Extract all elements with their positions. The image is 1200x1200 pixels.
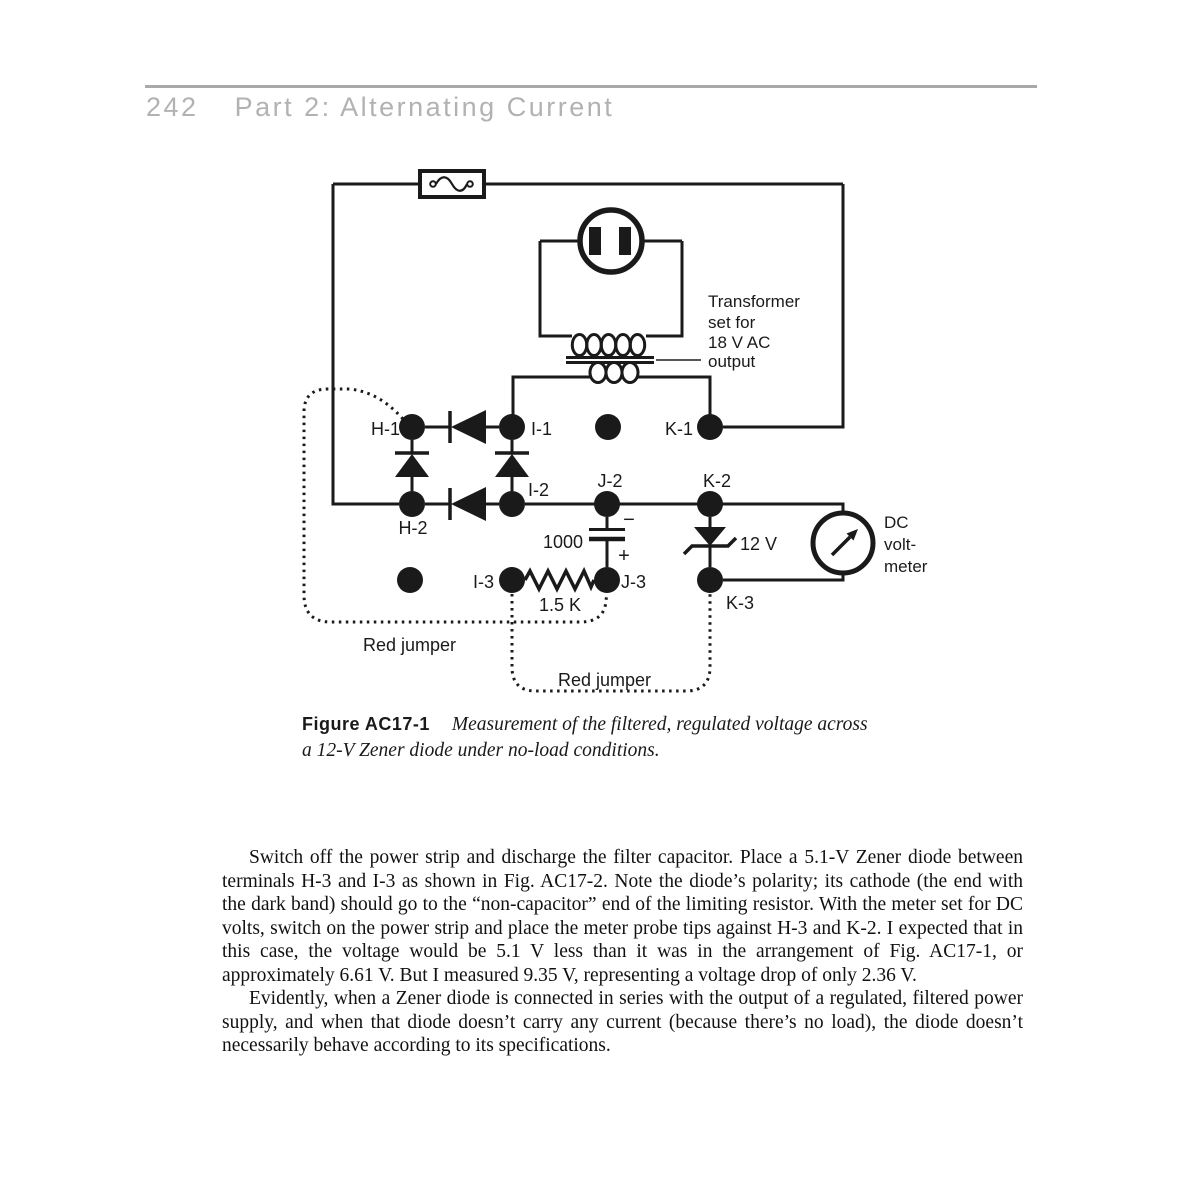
figure-caption-line2: a 12-V Zener diode under no-load conditi… [302,740,660,761]
body-paragraph-1: Switch off the power strip and discharge… [222,847,1023,986]
dc-bus-wire [525,502,845,513]
diode-h2-i2 [425,487,499,521]
terminal-dot-j1 [595,414,621,440]
terminal-dot-i3 [499,567,525,593]
label-i3: I-3 [473,572,494,592]
terminal-dot-k1 [697,414,723,440]
chapter-title: Part 2: Alternating Current [234,92,615,122]
red-jumper-left-label: Red jumper [363,635,456,655]
limiting-resistor: 1.5 K [523,566,596,615]
circuit-diagram: Transformer set for 18 V AC output [302,169,928,693]
plug-icon [540,207,682,275]
red-jumper-bottom: Red jumper [510,594,712,693]
terminal-dot-k3 [697,567,723,593]
terminal-labels: H-1 I-1 K-1 H-2 I-2 J-2 K-2 I-3 J-3 K-3 [371,419,754,613]
fuse-symbol [418,169,486,199]
diode-h1-h2 [395,440,429,491]
label-k3: K-3 [726,593,754,613]
primary-circuit-wire [538,241,684,338]
zener-value: 12 V [740,534,777,554]
transformer-note: Transformer set for 18 V AC output [656,292,800,371]
label-i2: I-2 [528,480,549,500]
diode-i1-i2 [495,440,529,491]
page-number: 242 [146,92,199,122]
resistor-value: 1.5 K [539,595,581,615]
label-j2: J-2 [597,471,622,491]
terminal-dot-i1 [499,414,525,440]
transformer-core [566,356,654,364]
body-paragraph-2: Evidently, when a Zener diode is connect… [222,988,1023,1056]
page-header: 242 Part 2: Alternating Current [146,92,614,123]
terminal-dots [397,414,723,593]
voltmeter-label-line2: volt- [884,535,916,554]
terminal-dot-h2 [399,491,425,517]
transformer-note-line3: 18 V AC [708,333,770,352]
label-h1: H-1 [371,419,400,439]
figure-caption-label: Figure AC17-1 [302,714,430,734]
terminal-dot-j2 [594,491,620,517]
dc-voltmeter: DC volt- meter [723,510,928,582]
terminal-dot-j3 [594,567,620,593]
terminal-dot-k2 [697,491,723,517]
diode-h1-i1 [425,410,499,444]
red-jumper-bottom-label: Red jumper [558,670,651,690]
terminal-dot-h3 [397,567,423,593]
zener-diode: 12 V [682,517,777,567]
voltmeter-label-line3: meter [884,557,928,576]
ac-line-loop [331,182,845,506]
capacitor-value: 1000 [543,532,583,552]
transformer-note-line4: output [708,352,756,371]
label-h2: H-2 [398,518,427,538]
capacitor-minus-sign: − [623,509,635,531]
figure-caption: Figure AC17-1 Measurement of the filtered… [302,711,950,764]
transformer-note-line2: set for [708,313,756,332]
filter-capacitor: − + 1000 [543,509,635,567]
figure-caption-line1: Measurement of the filtered, regulated v… [451,714,868,735]
body-text: Switch off the power strip and discharge… [222,846,1023,1058]
capacitor-plus-sign: + [618,545,630,567]
terminal-dot-i2 [499,491,525,517]
label-k1: K-1 [665,419,693,439]
label-j3: J-3 [621,572,646,592]
terminal-dot-h1 [399,414,425,440]
meter-needle [830,535,852,557]
label-i1: I-1 [531,419,552,439]
red-jumper-left: Red jumper [302,387,609,655]
transformer-symbol [511,333,712,415]
voltmeter-label-line1: DC [884,513,909,532]
label-k2: K-2 [703,471,731,491]
transformer-note-line1: Transformer [708,292,800,311]
header-rule [145,85,1037,88]
